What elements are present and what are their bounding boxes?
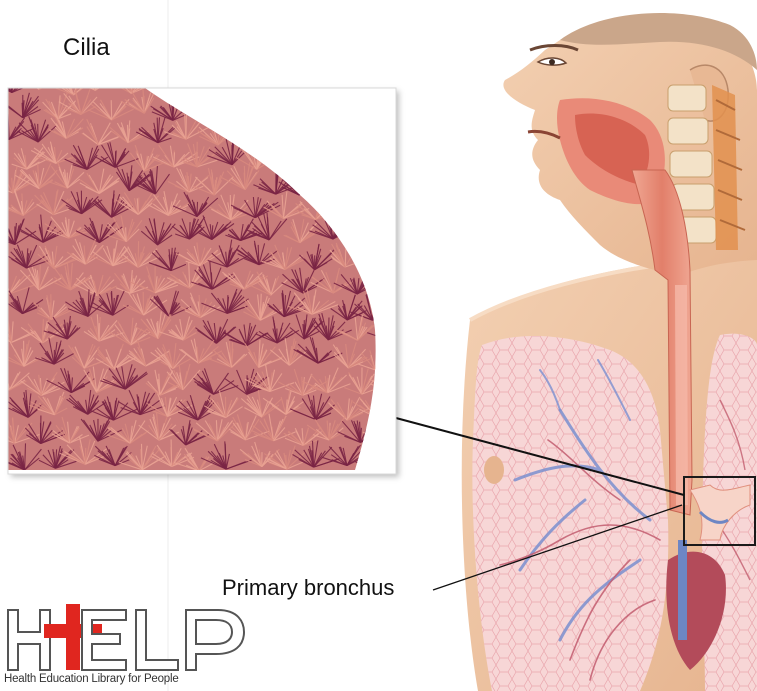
help-logo [8,604,244,670]
primary-bronchus-label: Primary bronchus [222,575,394,601]
head [503,13,757,275]
logo-tagline: Health Education Library for People [4,673,179,685]
cilia-label: Cilia [63,34,110,62]
